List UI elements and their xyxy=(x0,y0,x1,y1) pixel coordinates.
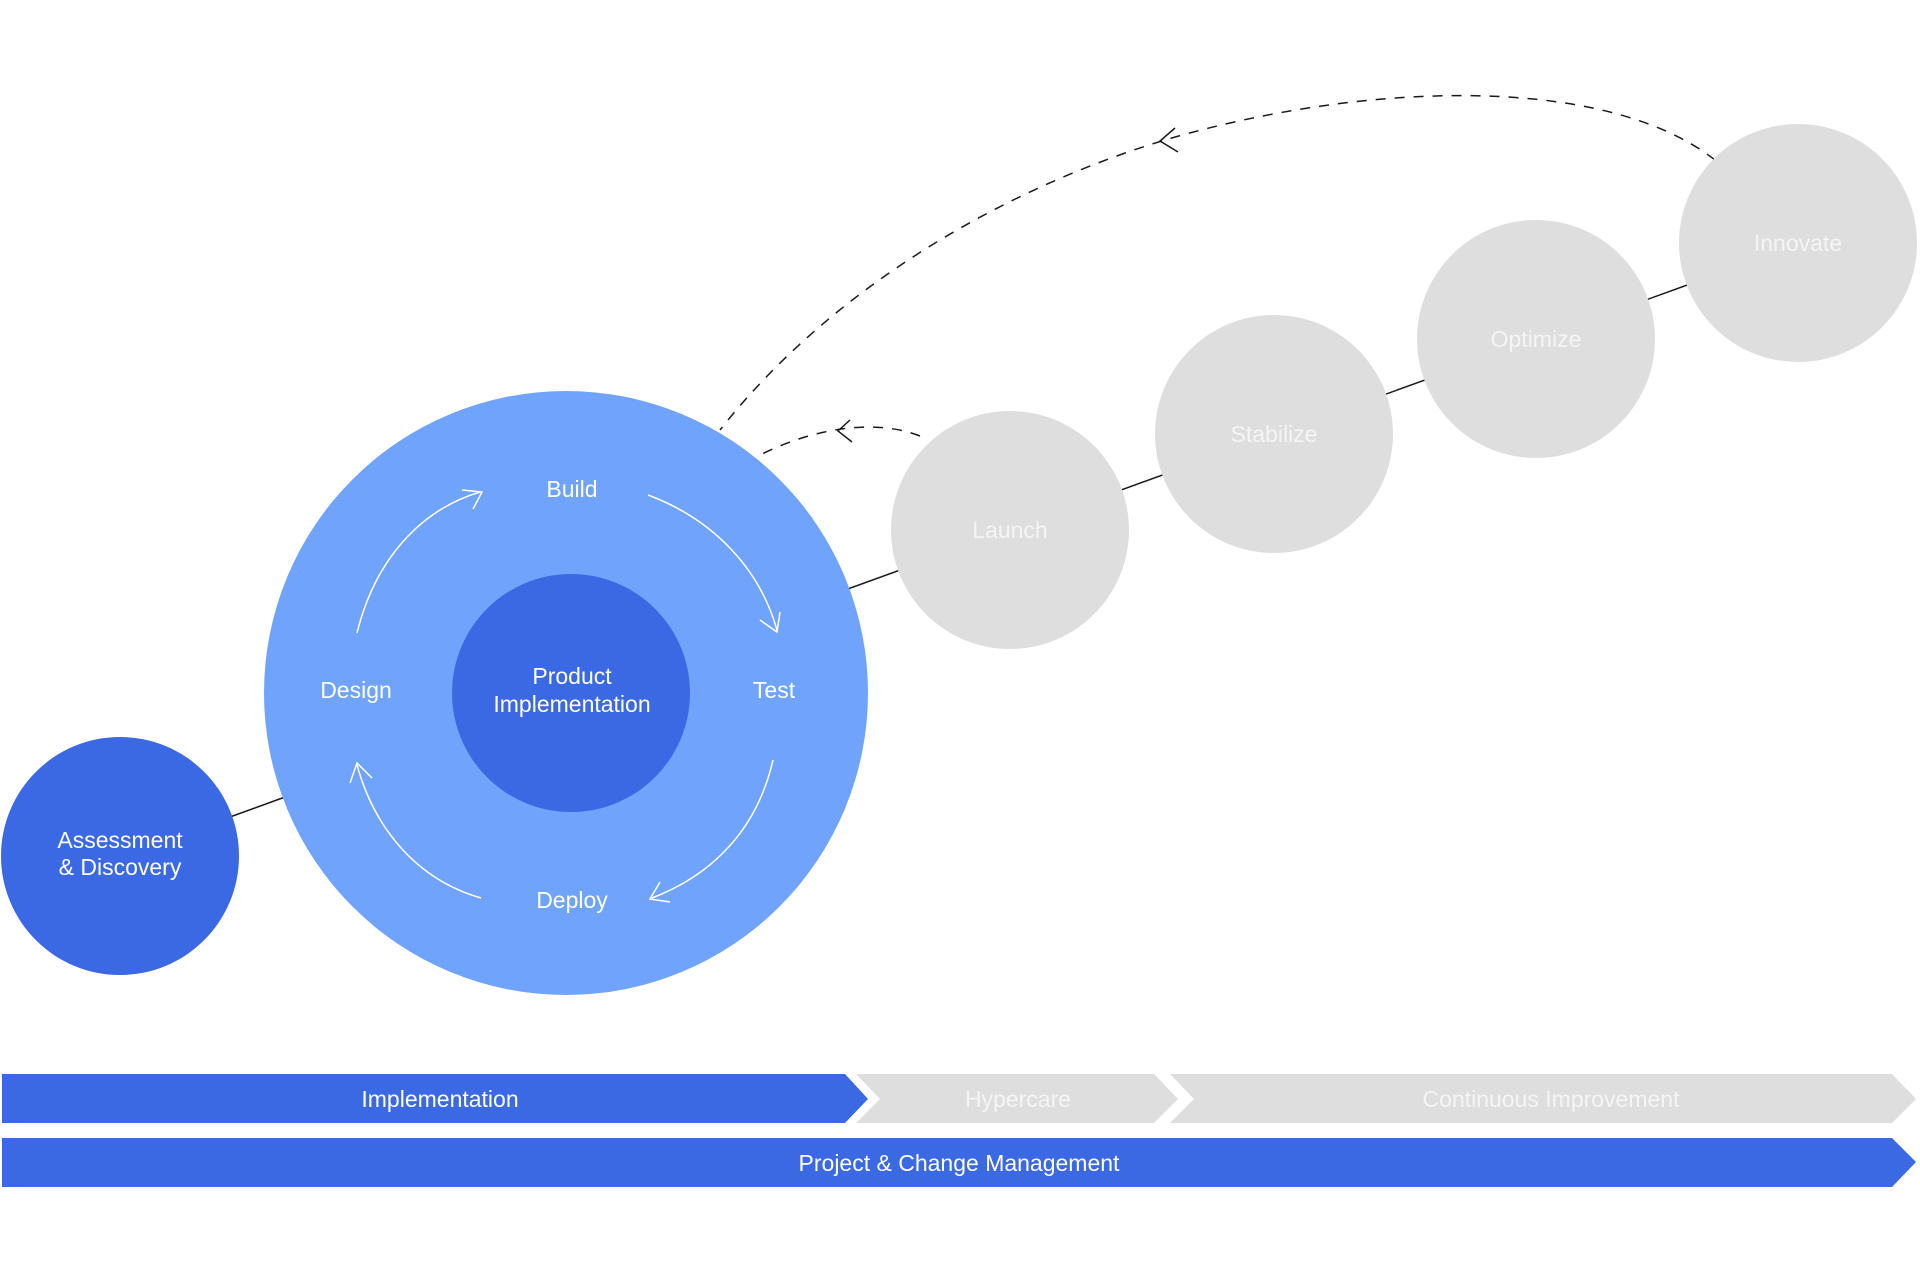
cycle-arrow-build-to-test-head xyxy=(759,611,781,634)
optimize-circle xyxy=(1417,220,1655,458)
stabilize-label: Stabilize xyxy=(1231,421,1318,447)
cycle-arrow-deploy-to-design xyxy=(356,764,482,899)
feedback-arrow-innovate-head xyxy=(1158,127,1179,153)
cycle-arrow-test-to-deploy-head xyxy=(648,881,671,903)
launch-label: Launch xyxy=(972,517,1047,543)
continuous-improvement-bar-label: Continuous Improvement xyxy=(1423,1086,1681,1112)
feedback-arrow-launch xyxy=(759,426,921,456)
progression-line-left xyxy=(229,796,286,818)
product-implementation-circle xyxy=(452,574,690,812)
hypercare-bar xyxy=(856,1074,1178,1123)
continuous-improvement-bar xyxy=(1170,1074,1916,1123)
project-change-bar xyxy=(2,1138,1916,1187)
cycle-arrow-design-to-build xyxy=(356,491,481,634)
assessment-label-line1: Assessment xyxy=(57,827,183,853)
cycle-arrow-test-to-deploy xyxy=(651,759,774,899)
assessment-circle xyxy=(1,737,239,975)
cycle-step-test: Test xyxy=(753,677,796,703)
innovate-label: Innovate xyxy=(1754,230,1842,256)
product-implementation-line1: Product xyxy=(532,663,612,689)
feedback-arrow-innovate xyxy=(719,94,1716,431)
feedback-arrow-launch-head xyxy=(836,419,853,443)
stabilize-circle xyxy=(1155,315,1393,553)
cycle-step-build: Build xyxy=(546,476,597,502)
optimize-label: Optimize xyxy=(1491,326,1582,352)
product-implementation-line2: Implementation xyxy=(493,691,650,717)
launch-circle xyxy=(891,411,1129,649)
hypercare-bar-label: Hypercare xyxy=(965,1086,1071,1112)
cycle-step-design: Design xyxy=(320,677,392,703)
cycle-step-deploy: Deploy xyxy=(536,887,608,913)
implementation-bar-label: Implementation xyxy=(361,1086,518,1112)
cycle-arrow-design-to-build-head xyxy=(461,489,484,510)
cycle-arrow-deploy-to-design-head xyxy=(349,761,373,784)
project-change-bar-label: Project & Change Management xyxy=(799,1150,1121,1176)
innovate-circle xyxy=(1679,124,1917,362)
assessment-label-line2: & Discovery xyxy=(59,854,182,880)
implementation-bar xyxy=(2,1074,868,1123)
cycle-arrow-build-to-test xyxy=(647,494,778,631)
